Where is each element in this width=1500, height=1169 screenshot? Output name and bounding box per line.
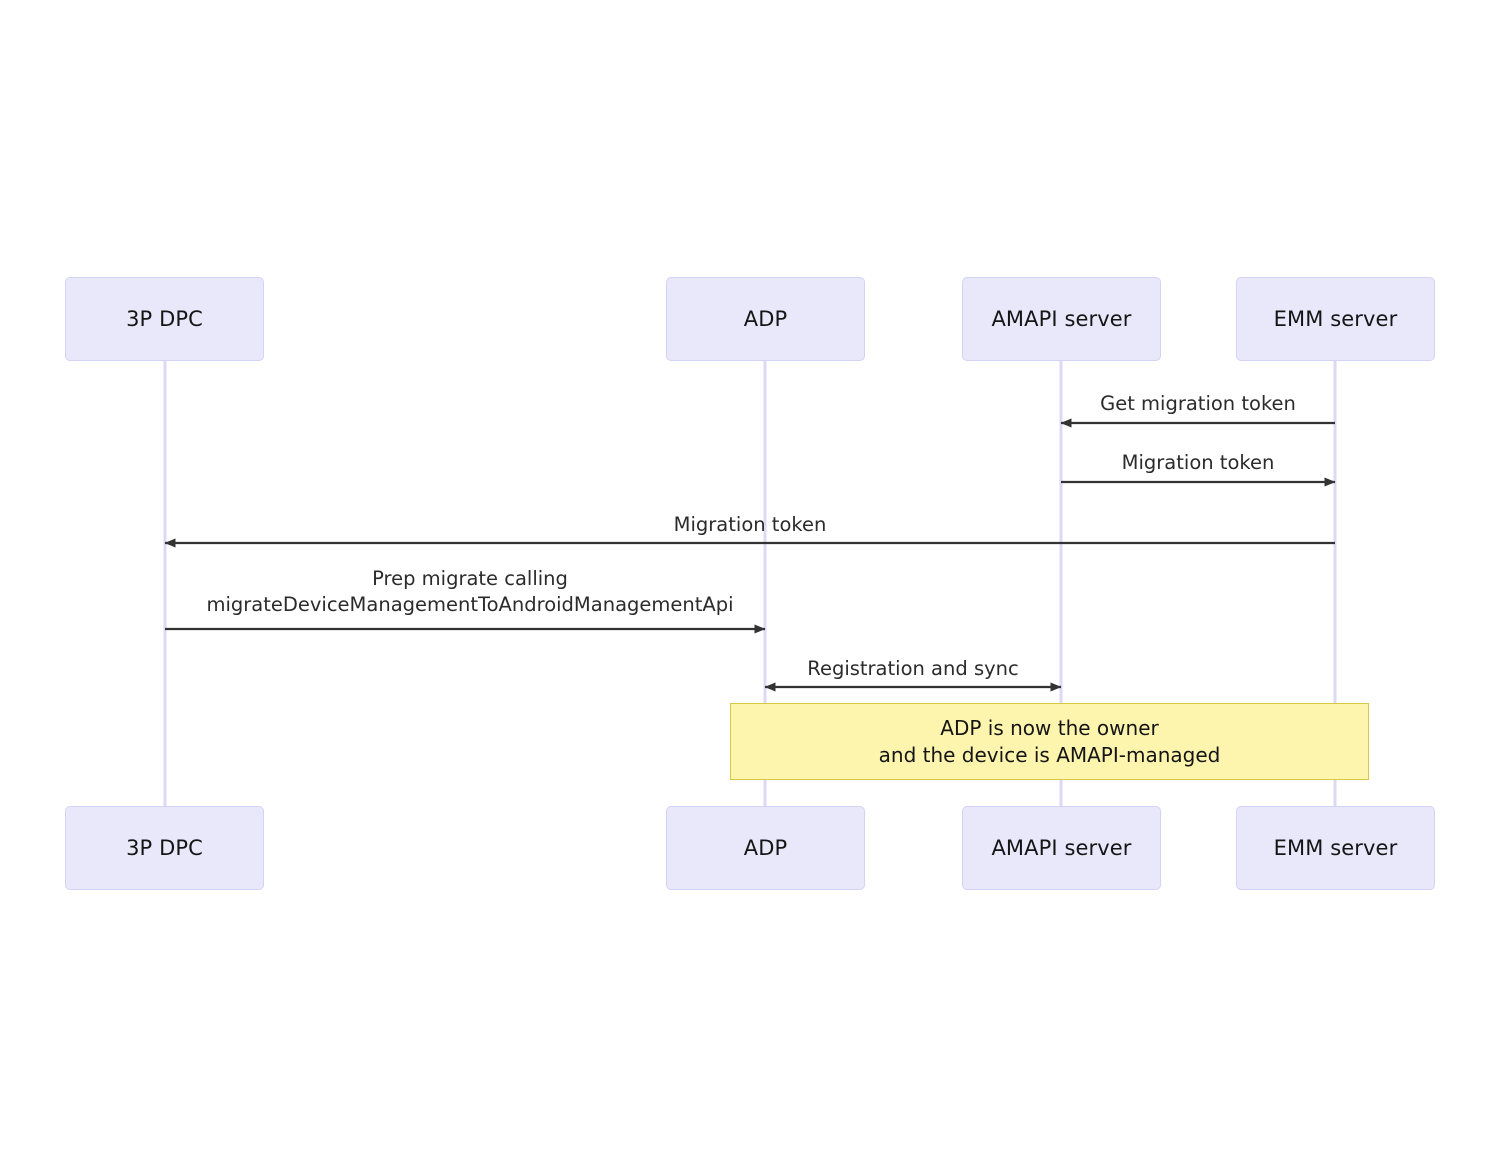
participant-label-amapi: AMAPI server [991, 307, 1132, 331]
participant-label-adp: ADP [743, 307, 788, 331]
participant-box-bottom-dpc[interactable]: 3P DPC [65, 806, 264, 890]
message-label-m3: Migration token [673, 513, 827, 536]
participant-box-bottom-adp[interactable]: ADP [666, 806, 865, 890]
note-line: and the device is AMAPI-managed [878, 742, 1221, 767]
message-arrows-group [164, 418, 1336, 692]
message-label-m2: Migration token [1121, 451, 1275, 474]
message-label-line: migrateDeviceManagementToAndroidManageme… [206, 593, 734, 616]
participant-box-top-emm[interactable]: EMM server [1236, 277, 1435, 361]
message-label-m4: Prep migrate calling migrateDeviceManagem… [206, 566, 733, 618]
participant-label-bottom-adp: ADP [743, 836, 788, 860]
participant-box-top-adp[interactable]: ADP [666, 277, 865, 361]
participant-box-bottom-emm[interactable]: EMM server [1236, 806, 1435, 890]
message-label-line: Prep migrate calling [372, 567, 568, 590]
participant-label-emm: EMM server [1273, 307, 1398, 331]
participant-box-top-dpc[interactable]: 3P DPC [65, 277, 264, 361]
participant-box-top-amapi[interactable]: AMAPI server [962, 277, 1161, 361]
participant-label-bottom-amapi: AMAPI server [991, 836, 1132, 860]
note-line: ADP is now the owner [940, 715, 1159, 740]
participant-label-bottom-emm: EMM server [1273, 836, 1398, 860]
participant-label-bottom-dpc: 3P DPC [126, 836, 203, 860]
participant-box-bottom-amapi[interactable]: AMAPI server [962, 806, 1161, 890]
participant-label-dpc: 3P DPC [126, 307, 203, 331]
message-label-m1: Get migration token [1100, 392, 1296, 415]
message-label-m5: Registration and sync [807, 657, 1019, 680]
